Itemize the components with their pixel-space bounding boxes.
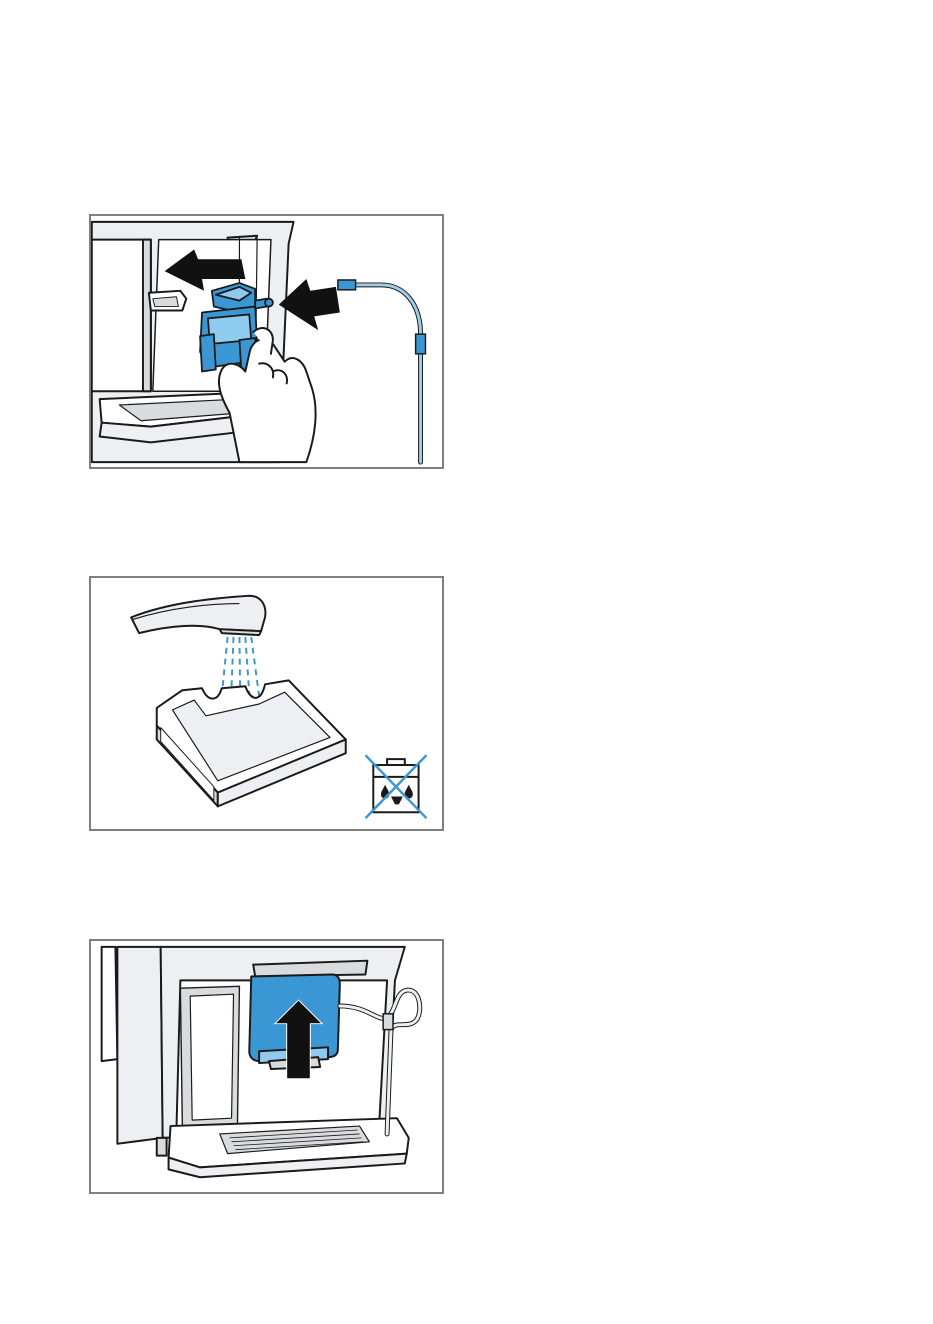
tap-icon bbox=[131, 596, 265, 635]
drip-tray-icon bbox=[157, 680, 346, 806]
arrow-left-icon bbox=[279, 279, 340, 330]
illustration-attach-milk-system bbox=[89, 214, 444, 469]
illustration-insert-milk-frother bbox=[89, 939, 444, 1194]
insert-milk-frother-drawing bbox=[91, 941, 442, 1192]
milk-tube-icon bbox=[338, 280, 426, 462]
illustration-rinse-drip-tray bbox=[89, 576, 444, 831]
attach-milk-system-drawing bbox=[91, 216, 442, 467]
no-dishwasher-icon bbox=[365, 755, 426, 818]
rinse-drip-tray-drawing bbox=[91, 578, 442, 829]
